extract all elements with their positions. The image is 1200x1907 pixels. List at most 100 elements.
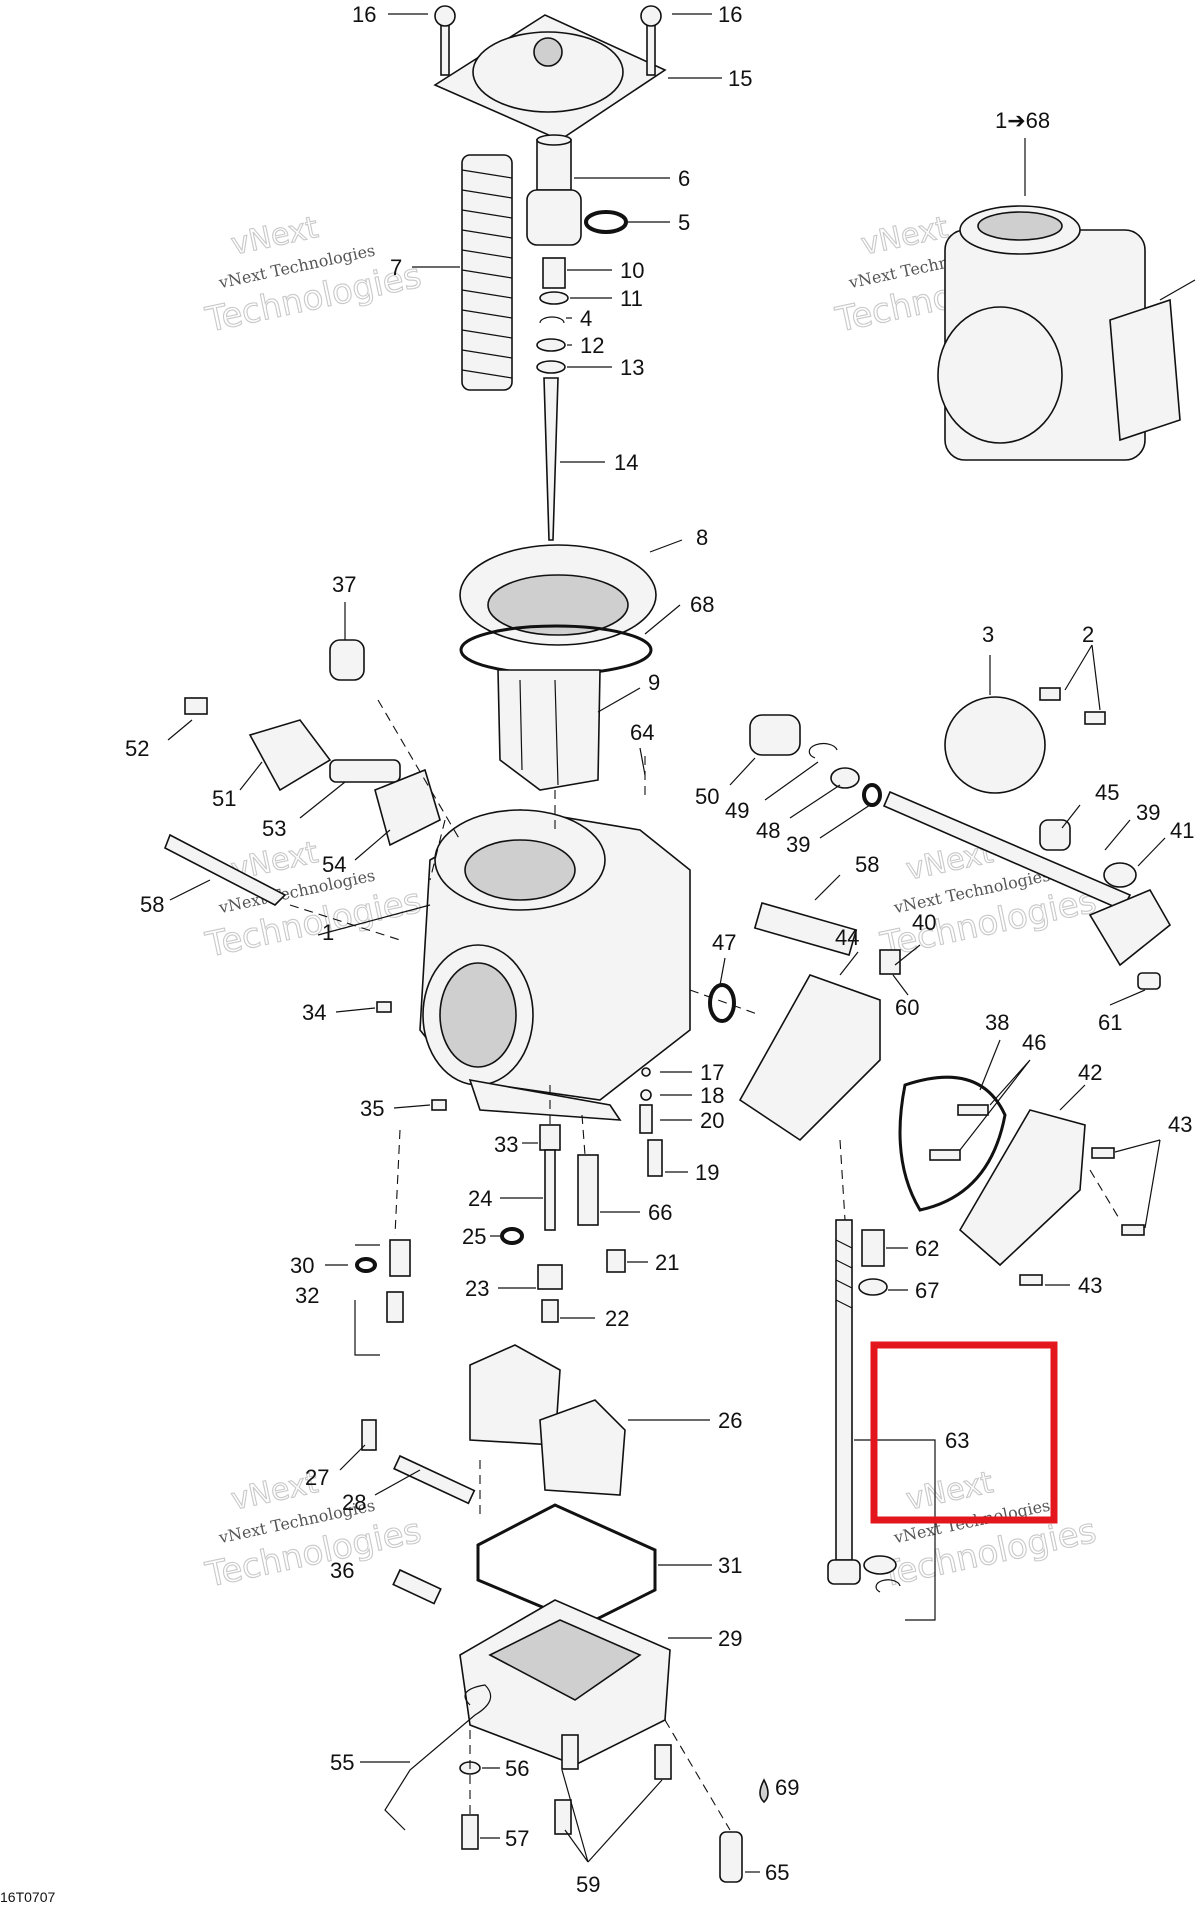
dash-37 [377, 699, 461, 841]
callout-36: 36 [330, 1558, 354, 1583]
callout-38: 38 [985, 1010, 1009, 1035]
slide-9 [497, 669, 601, 791]
leader-59 [561, 1769, 663, 1863]
leader-48 [789, 784, 841, 819]
rod-thread [835, 1239, 853, 1309]
callout-49: 49 [725, 798, 749, 823]
spring-10 [542, 257, 566, 289]
callout-53: 53 [262, 816, 286, 841]
leader-39a [819, 804, 871, 839]
side-cover-parts [708, 974, 1145, 1286]
float-bowl-inner [488, 1619, 642, 1701]
screw-27 [361, 1419, 377, 1451]
callout-13: 13 [620, 355, 644, 380]
callout-67: 67 [915, 1278, 939, 1303]
leader-60 [892, 974, 909, 996]
callout-65: 65 [765, 1860, 789, 1885]
cap-screw-head-right [640, 5, 662, 27]
washer-67 [858, 1278, 888, 1296]
screw-61 [1137, 972, 1161, 990]
spring-20 [639, 1104, 653, 1134]
thumb-cable [1159, 279, 1196, 301]
leader-63 [854, 1439, 936, 1621]
leader-lines [167, 13, 1166, 1873]
drop-icon [759, 1778, 769, 1804]
plate-54 [374, 768, 441, 847]
throttle-plate-3 [944, 696, 1046, 794]
jet-needle-14 [543, 377, 559, 541]
plate-42 [958, 1109, 1086, 1267]
callout-12: 12 [580, 333, 604, 358]
float-26-left [469, 1344, 561, 1446]
dash-66 [581, 1114, 586, 1156]
clip-63b [875, 1579, 901, 1593]
needle-holder-top [536, 134, 572, 146]
pilot-66 [577, 1154, 599, 1226]
callout-7: 7 [390, 255, 402, 280]
callout-55: 55 [330, 1750, 354, 1775]
callout-32: 32 [295, 1283, 319, 1308]
leader-49 [764, 761, 819, 801]
callout-14: 14 [614, 450, 638, 475]
callout-58a: 58 [140, 892, 164, 917]
needle-valve-30 [389, 1239, 411, 1277]
o-ring-47 [708, 983, 736, 1023]
float-bowl-parts [384, 1503, 769, 1883]
cap-screw-head-left [434, 5, 456, 27]
callout-39b: 39 [1136, 800, 1160, 825]
callout-50: 50 [695, 784, 719, 809]
highlight-box-63 [870, 1341, 1058, 1524]
callout-10: 10 [620, 258, 644, 283]
screw-43b [1121, 1224, 1145, 1236]
leader-58b [814, 874, 841, 901]
washer-11 [539, 291, 569, 305]
needle-jet-24 [544, 1149, 556, 1231]
leader-32 [354, 1244, 380, 1356]
cap-assembly [433, 5, 667, 141]
callout-56: 56 [505, 1756, 529, 1781]
callout-43a: 43 [1168, 1112, 1192, 1137]
leader-45 [1061, 804, 1081, 829]
callout-34: 34 [302, 1000, 326, 1025]
gasket-31 [476, 1503, 657, 1627]
main-body-flange [468, 1078, 622, 1121]
dash-32 [394, 1129, 401, 1236]
leader-42 [1059, 1084, 1086, 1111]
dash-58 [289, 904, 401, 941]
callout-37: 37 [332, 572, 356, 597]
callout-64: 64 [630, 720, 654, 745]
callout-63: 63 [945, 1428, 969, 1453]
leader-27 [339, 1444, 366, 1471]
callout-assembly: 1➔68 [995, 108, 1050, 133]
washer-48 [830, 767, 860, 789]
screw-59b [561, 1734, 579, 1770]
o-ring-32 [355, 1257, 377, 1273]
leader-41 [1137, 837, 1166, 867]
dash-65 [664, 1719, 731, 1831]
alignment-lines [289, 699, 1121, 1831]
pin-28 [393, 1454, 476, 1505]
leader-1 [317, 904, 431, 936]
screw-2a [1039, 687, 1061, 701]
cap-screw-right [646, 19, 656, 76]
spring-body [461, 154, 513, 391]
callout-9: 9 [648, 670, 660, 695]
plug-37 [329, 639, 365, 681]
leader-47 [719, 957, 726, 986]
callout-17: 17 [700, 1060, 724, 1085]
cover-44 [738, 974, 881, 1142]
screw-2b [1084, 711, 1106, 725]
leader-9 [597, 687, 641, 713]
callout-4: 4 [580, 306, 592, 331]
plug-65 [719, 1831, 743, 1883]
leader-38 [979, 1039, 1001, 1091]
callout-42: 42 [1078, 1060, 1102, 1085]
o-ring-39 [862, 783, 882, 807]
callout-68: 68 [690, 592, 714, 617]
callout-2: 2 [1082, 622, 1094, 647]
callout-5: 5 [678, 210, 690, 235]
float-parts [361, 1344, 626, 1505]
leader-35 [393, 1104, 431, 1109]
carburetor-main-body [419, 809, 691, 1121]
